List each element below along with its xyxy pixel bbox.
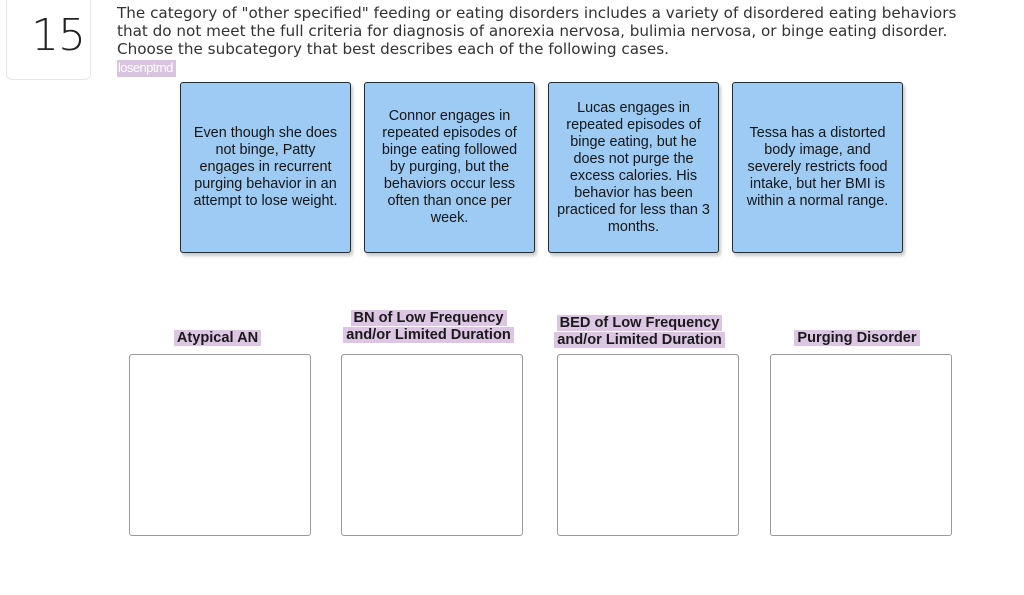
drag-card-connor[interactable]: Connor engages in repeated episodes of b… <box>364 82 535 253</box>
question-tag: losenptrnd <box>117 60 176 77</box>
card-text: Even though she does not binge, Patty en… <box>193 125 338 209</box>
question-number-box: 15 <box>6 0 91 80</box>
card-text: Tessa has a distorted body image, and se… <box>746 125 889 209</box>
dropzone-purging-disorder[interactable] <box>770 354 952 536</box>
question-number: 15 <box>31 10 86 61</box>
dropzone-atypical-an[interactable] <box>129 354 311 536</box>
dropzone-bed-low-frequency[interactable] <box>557 354 739 536</box>
drag-card-tessa[interactable]: Tessa has a distorted body image, and se… <box>732 82 903 253</box>
drag-card-patty[interactable]: Even though she does not binge, Patty en… <box>180 82 351 253</box>
category-label-bn-low-frequency: BN of Low Frequency and/or Limited Durat… <box>336 310 521 344</box>
card-text: Connor engages in repeated episodes of b… <box>381 108 518 226</box>
question-text: The category of "other specified" feedin… <box>117 4 957 59</box>
card-text: Lucas engages in repeated episodes of bi… <box>557 99 710 235</box>
category-label-bed-low-frequency: BED of Low Frequency and/or Limited Dura… <box>547 315 732 349</box>
drag-card-lucas[interactable]: Lucas engages in repeated episodes of bi… <box>548 82 719 253</box>
category-label-atypical-an: Atypical AN <box>140 330 295 347</box>
category-label-purging-disorder: Purging Disorder <box>778 330 936 347</box>
dropzone-bn-low-frequency[interactable] <box>341 354 523 536</box>
